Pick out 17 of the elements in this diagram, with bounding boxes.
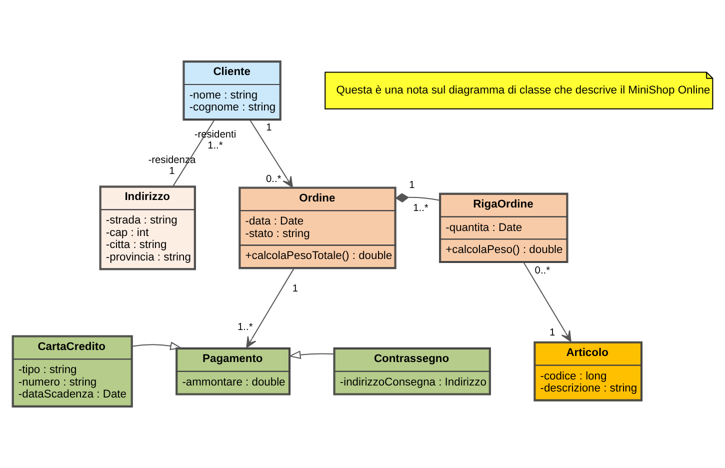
label: 0..* [266,174,282,185]
label: 1 [409,180,415,192]
label: 1 [169,166,175,177]
label: 1..* [208,140,223,152]
label: 1..* [413,203,428,214]
arrow [288,350,334,360]
arrow [523,262,572,342]
label: 1 [549,328,556,339]
arrow [132,342,182,350]
label: 1 [292,284,298,295]
arrow [246,268,294,348]
connector [395,193,440,202]
label: 1..* [238,322,253,333]
label: 1 [266,122,272,134]
label: 0..* [534,266,550,277]
arrow [250,120,293,188]
connector [172,120,215,186]
